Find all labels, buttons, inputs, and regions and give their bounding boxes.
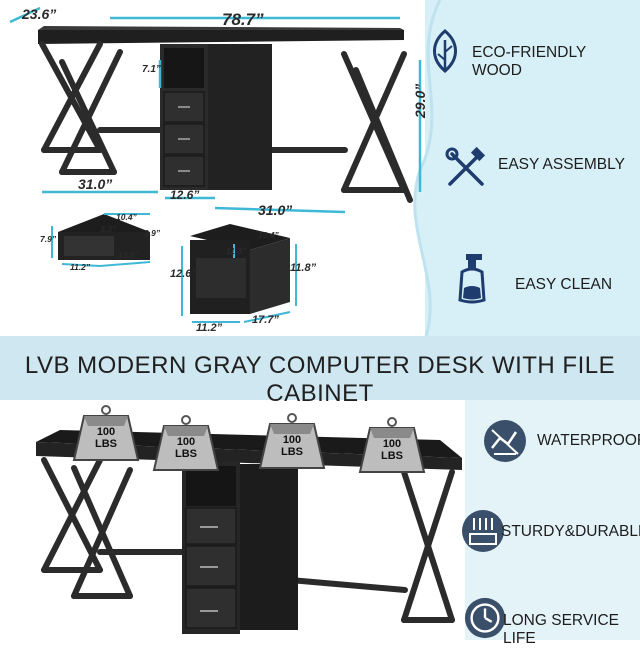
waterproof-icon — [484, 420, 526, 462]
dim-drawer-height: 7.9” — [40, 234, 57, 244]
dim-left-span: 31.0” — [78, 176, 113, 192]
dim-cabinet-height-left: 12.6” — [170, 268, 197, 280]
dim-drawer-inner: 3.3” — [100, 224, 117, 234]
dim-cabinet-bottom-right: 17.7” — [252, 314, 279, 326]
title-band — [0, 336, 640, 400]
spray-bottle-icon — [458, 254, 486, 304]
dim-drawer-side: 3.9” — [144, 228, 161, 238]
desk-dimension-illustration — [9, 6, 422, 323]
dim-cabinet-top: 10.4” — [258, 230, 279, 240]
dim-right-span: 31.0” — [258, 202, 293, 218]
feature-long-service-life: LONG SERVICE LIFE — [503, 612, 620, 647]
dim-depth: 23.6” — [22, 6, 57, 22]
dim-drawer-bottom-right: 13.8” — [118, 250, 139, 260]
dim-shelf-height: 7.1” — [142, 64, 161, 75]
dim-drawer-bottom-left: 11.2” — [70, 262, 91, 272]
feature-eco-friendly-wood: ECO-FRIENDLY WOOD — [472, 44, 586, 79]
sturdy-icon — [462, 510, 504, 552]
feature-sturdy-durable: STURDY&DURABLE — [501, 523, 640, 540]
desk-load-illustration — [36, 430, 462, 634]
dim-width: 78.7” — [222, 10, 264, 29]
dim-cabinet-width: 12.6” — [170, 188, 200, 202]
feature-easy-clean: EASY CLEAN — [515, 276, 613, 293]
dim-cabinet-height-right: 11.8” — [290, 262, 317, 274]
feature-easy-assembly: EASY ASSEMBLY — [498, 156, 625, 173]
dim-cabinet-inner: 11.3” — [226, 246, 247, 256]
tools-icon — [445, 146, 486, 186]
clock-icon — [464, 597, 506, 639]
leaf-icon — [433, 29, 457, 73]
dim-cabinet-bottom-left: 11.2” — [196, 322, 223, 334]
feature-waterproof: WATERPROOF — [537, 432, 640, 449]
dim-drawer-top: 10.4” — [116, 212, 137, 222]
page-title: LVB MODERN GRAY COMPUTER DESK WITH FILE … — [24, 352, 616, 407]
dim-height: 29.0” — [412, 83, 428, 118]
